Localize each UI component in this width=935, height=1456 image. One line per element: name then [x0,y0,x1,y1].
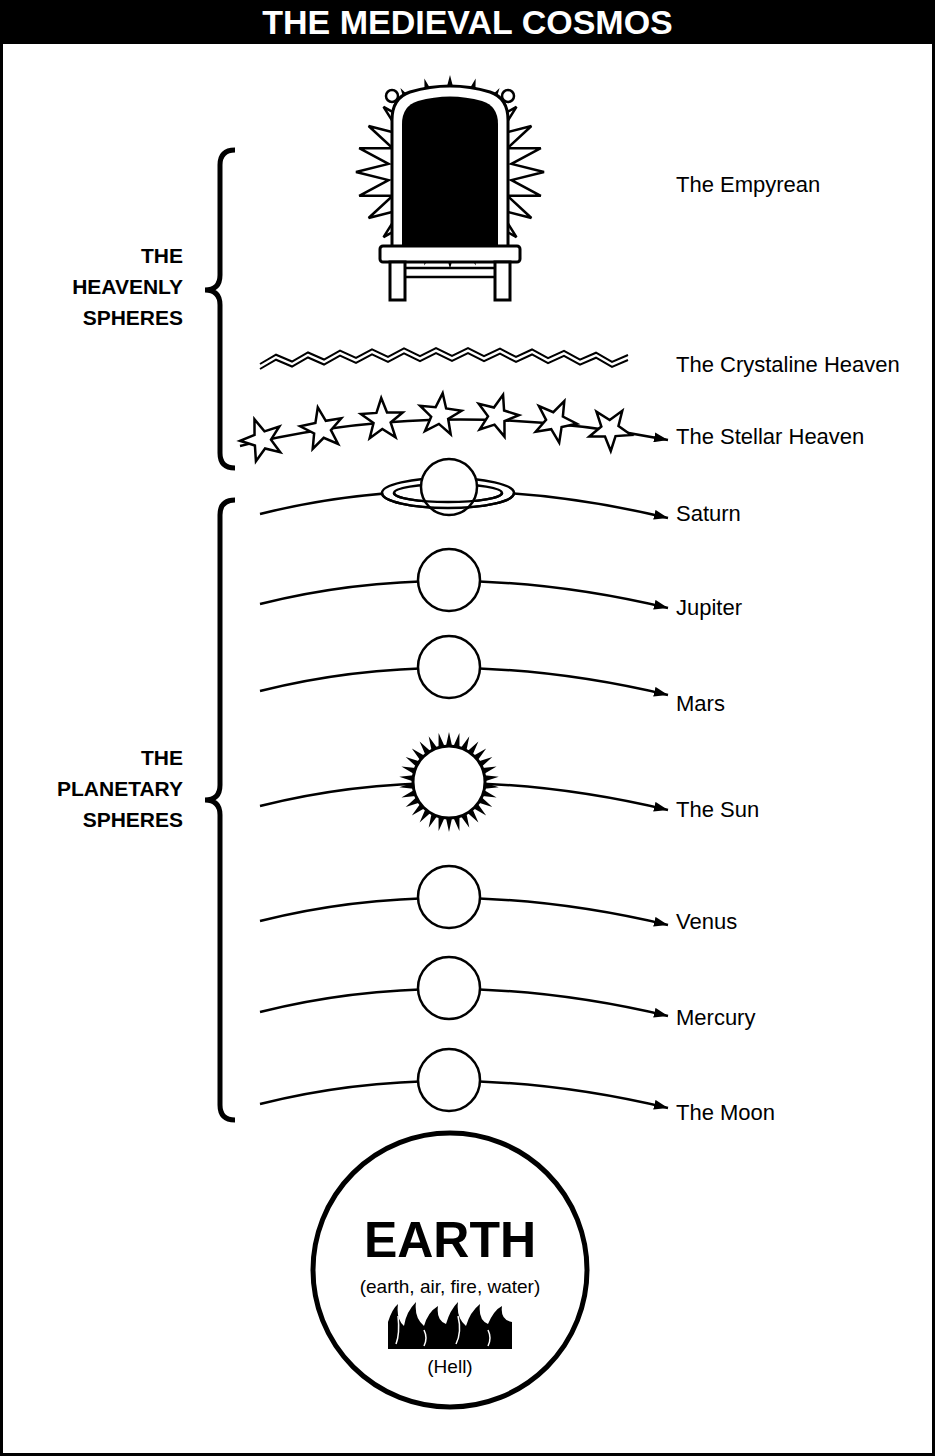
node-text: (earth, air, fire, water) [360,1275,541,1299]
sphere-label: Saturn [676,500,741,528]
crystalline-heaven-line [260,353,628,369]
star-symbol [529,392,584,446]
sphere-label: Mars [676,690,725,718]
title-bar [0,0,935,44]
star-symbol [583,399,640,455]
saturn-symbol [382,459,514,515]
star-symbol [235,412,288,464]
orbit-arrows [260,491,668,1108]
sun-symbol [399,732,498,832]
hell-flames [388,1302,512,1349]
sphere-label: The Sun [676,796,759,824]
bracket-label: THE HEAVENLY SPHERES [43,240,183,333]
sphere-label: The Moon [676,1099,775,1127]
sphere-label: The Stellar Heaven [676,423,864,451]
brace [205,500,235,1120]
throne [380,86,520,300]
star-symbol [417,391,463,436]
sphere-label: Jupiter [676,594,742,622]
crystalline-heaven-line [260,348,628,369]
sphere-label: Mercury [676,1004,755,1032]
star-symbol [360,397,403,438]
glory-rays [356,80,544,264]
star-symbol [297,403,346,450]
sphere-label: Venus [676,908,737,936]
earth-outline [313,1133,587,1407]
title: THE MEDIEVAL COSMOS [0,0,935,44]
sphere-label: The Crystaline Heaven [676,351,900,379]
earth-circle: EARTH (earth, air, fire, water) (Hell) [310,1130,590,1410]
node-heading: EARTH [364,1212,536,1268]
star-symbol [472,389,523,439]
sphere-label: The Empyrean [676,171,820,199]
stellar-heaven [235,389,668,464]
sun-rays [399,732,498,832]
bracket-label: THE PLANETARY SPHERES [43,742,183,835]
sun-disc [413,746,485,818]
node-text: (Hell) [427,1355,472,1379]
glory-rays [356,80,544,264]
brace [205,150,235,468]
